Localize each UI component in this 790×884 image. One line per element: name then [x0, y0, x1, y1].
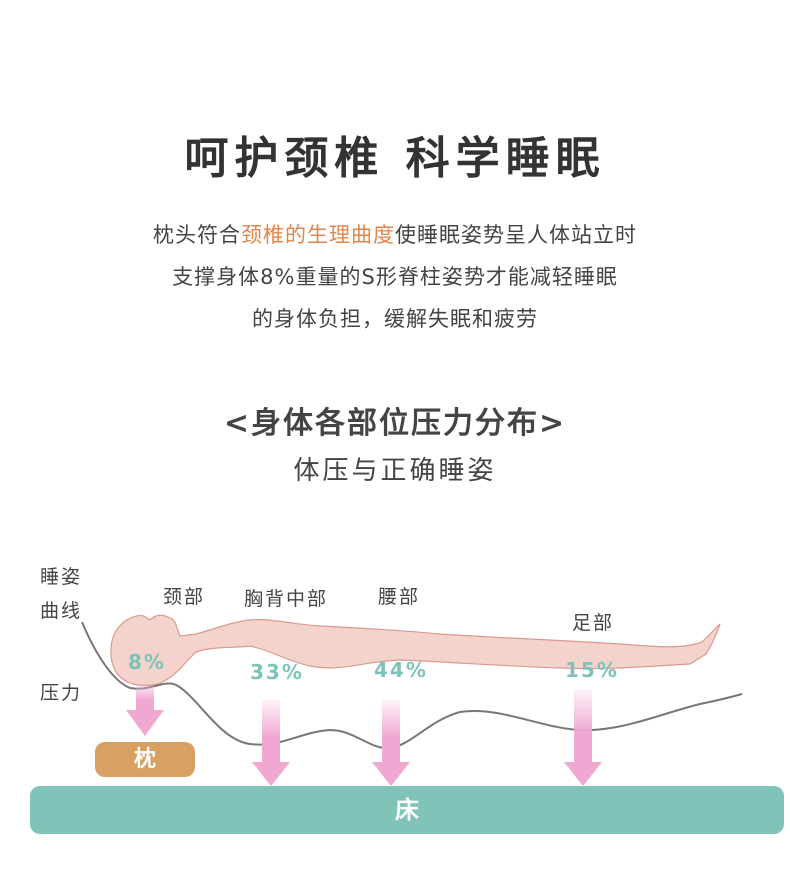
description-line-1-post: 使睡眠姿势呈人体站立时	[395, 223, 637, 247]
section-subtitle: 体压与正确睡姿	[293, 456, 497, 486]
body-silhouette	[110, 614, 721, 687]
arrow-waist	[372, 700, 410, 786]
description: 枕头符合颈椎的生理曲度使睡眠姿势呈人体站立时 支撑身体8%重量的S形脊柱姿势才能…	[0, 214, 790, 340]
arrow-chest-back	[252, 700, 290, 786]
description-highlight: 颈椎的生理曲度	[241, 223, 395, 247]
part-label-neck: 颈部	[163, 586, 206, 608]
arrow-feet	[564, 690, 602, 786]
percent-waist: 44%	[374, 658, 428, 682]
section-title: <身体各部位压力分布>	[223, 406, 567, 441]
part-label-feet: 足部	[572, 612, 615, 634]
bed-block: 床	[30, 786, 784, 834]
percent-feet: 15%	[565, 658, 619, 682]
pillow-block: 枕	[95, 742, 195, 777]
description-line-3: 的身体负担，缓解失眠和疲劳	[252, 307, 538, 331]
percent-chest-back: 33%	[250, 660, 304, 684]
diagram-graphics	[81, 614, 743, 786]
pressure-diagram: 睡姿 曲线 压力 颈部 胸背中部 腰部 足部 8% 33% 44% 15% 枕 …	[0, 550, 790, 850]
curve-label-line-1: 睡姿	[40, 566, 83, 588]
description-line-1-pre: 枕头符合	[153, 223, 241, 247]
arrow-neck	[126, 684, 164, 736]
description-line-1: 枕头符合颈椎的生理曲度使睡眠姿势呈人体站立时	[0, 214, 790, 256]
curve-label-line-2: 曲线	[40, 600, 83, 622]
description-line-2: 支撑身体8%重量的S形脊柱姿势才能减轻睡眠	[172, 265, 618, 289]
part-label-waist: 腰部	[378, 586, 421, 608]
page-title: 呵护颈椎 科学睡眠	[184, 133, 606, 184]
percent-neck: 8%	[128, 650, 166, 674]
posture-curve	[81, 621, 743, 750]
pressure-label: 压力	[40, 682, 83, 704]
part-label-chest-back: 胸背中部	[244, 588, 329, 610]
